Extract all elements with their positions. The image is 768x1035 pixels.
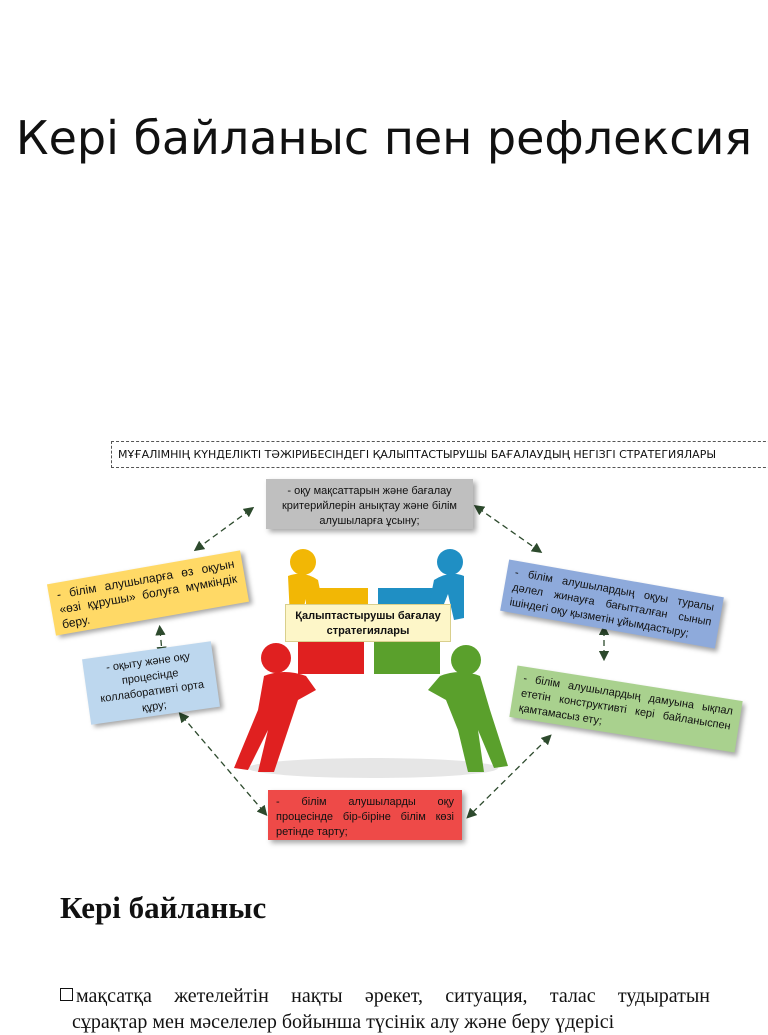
strategy-box-left-bottom: - оқыту және оқу процесінде коллаборатив… [82, 641, 220, 725]
strategy-box-right-top: - білім алушылардың оқуы туралы дәлел жи… [500, 559, 724, 649]
strategy-box-bottom: - білім алушыларды оқу процесінде бір-бі… [268, 790, 462, 840]
section-paragraph: мақсатқа жетелейтін нақты әрекет, ситуац… [60, 983, 710, 1009]
strategy-box-top: - оқу мақсаттарын және бағалау критерийл… [266, 479, 473, 529]
checkbox-bullet-icon [60, 988, 73, 1001]
puzzle-piece-green [374, 640, 440, 674]
diagram-title: МҰҒАЛІМНІҢ КҮНДЕЛІКТІ ТӘЖІРИБЕСІНДЕГІ ҚА… [111, 441, 768, 468]
green-figure [428, 645, 508, 772]
section-heading: Кері байланыс [60, 890, 267, 925]
red-figure [234, 643, 316, 772]
paragraph-line-1: мақсатқа жетелейтін нақты әрекет, ситуац… [76, 985, 710, 1007]
strategy-box-left-top: - білім алушыларға өз оқуын «өзі құрушы»… [46, 550, 250, 636]
puzzle-figures-illustration [234, 549, 508, 778]
paragraph-line-2: сұрақтар мен мәселелер бойынша түсінік а… [72, 1011, 615, 1033]
puzzle-piece-red [298, 640, 364, 674]
strategy-box-right-bottom: - білім алушылардың дамуына ықпал ететін… [509, 665, 743, 753]
center-label: Қалыптастырушы бағалау стратегиялары [285, 604, 451, 642]
slide-title: Кері байланыс пен рефлексия [15, 111, 753, 165]
